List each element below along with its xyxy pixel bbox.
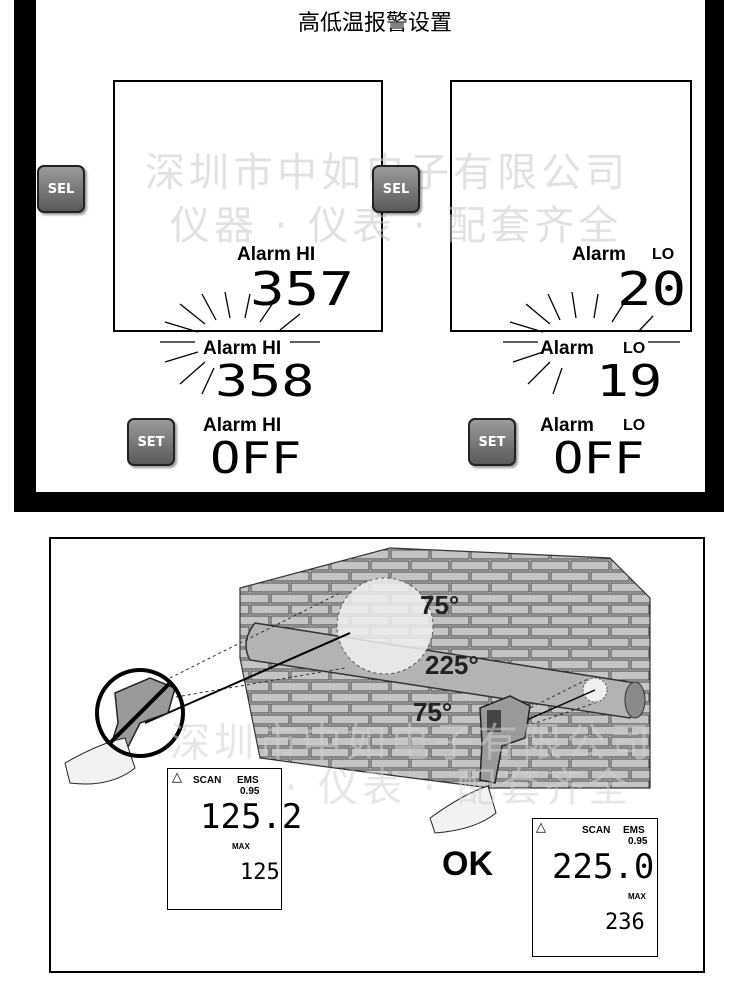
set-button-right[interactable]: SET <box>468 418 516 466</box>
right-screen-lo-tag: LO <box>652 246 675 263</box>
left-off-value: OFF <box>210 433 302 484</box>
left-lcd-sub-value: 125 <box>240 860 280 885</box>
right-off-alarm-label: Alarm <box>540 415 594 436</box>
left-lcd-value: 125.2 <box>200 797 303 837</box>
page-title: 高低温报警设置 <box>297 11 452 36</box>
left-lcd-max: MAX <box>232 842 250 851</box>
left-lcd-ems: EMS <box>237 775 259 786</box>
left-blink-rays <box>160 292 320 395</box>
pipe-end <box>624 681 646 719</box>
right-blink-alarm-label: Alarm <box>540 338 594 359</box>
right-lcd-sub-value: 236 <box>605 910 645 935</box>
left-lcd-warning-icon: △ <box>172 770 182 785</box>
right-blink-value: 19 <box>596 356 663 407</box>
right-sight-lines <box>519 677 596 729</box>
right-lcd-value: 225.0 <box>552 847 655 887</box>
temp-label-bot: 75° <box>413 697 453 727</box>
left-laser-line <box>144 632 351 724</box>
right-lcd-scan: SCAN <box>582 825 611 836</box>
left-screen-value: 357 <box>250 262 354 316</box>
prohibition-circle <box>95 668 185 758</box>
ok-label: OK <box>442 845 493 883</box>
set-button-left[interactable]: SET <box>127 418 175 466</box>
right-blink-lo-tag: LO <box>623 340 646 357</box>
right-off-value: OFF <box>553 433 645 484</box>
left-reading-lcd <box>167 768 282 910</box>
prohibition-slash <box>108 681 172 745</box>
left-off-alarm-label: Alarm HI <box>203 415 282 436</box>
right-reading-lcd <box>532 818 658 957</box>
right-laser-line <box>519 689 596 724</box>
large-measurement-spot <box>336 577 434 675</box>
left-blink-alarm-label: Alarm HI <box>203 338 282 359</box>
left-lcd-ems-value: 0.95 <box>240 786 260 797</box>
left-blink-value: 358 <box>215 356 315 407</box>
left-lcd-screen <box>113 80 383 332</box>
brick-wall-pipe-illustration <box>64 547 651 834</box>
left-lcd-scan: SCAN <box>193 775 222 786</box>
sel-button-left[interactable]: SEL <box>37 165 85 213</box>
sel-button-right[interactable]: SEL <box>372 165 420 213</box>
right-blink-rays <box>503 292 680 395</box>
right-thermometer-gun <box>429 695 531 834</box>
right-screen-alarm-label: Alarm <box>572 244 626 265</box>
right-lcd-screen <box>450 80 692 332</box>
right-lcd-ems: EMS <box>623 825 645 836</box>
temp-label-mid: 225° <box>425 650 479 680</box>
right-off-lo-tag: LO <box>623 417 646 434</box>
right-lcd-warning-icon: △ <box>536 820 546 835</box>
right-screen-value: 20 <box>617 262 687 316</box>
left-screen-alarm-label: Alarm HI <box>237 244 316 265</box>
bottom-watermark-line1: 深圳市中如电子有限公司 <box>170 720 654 766</box>
left-sight-lines <box>169 592 346 699</box>
right-lcd-ems-value: 0.95 <box>628 836 648 847</box>
right-lcd-max: MAX <box>628 892 646 901</box>
temp-label-top: 75° <box>420 590 460 620</box>
